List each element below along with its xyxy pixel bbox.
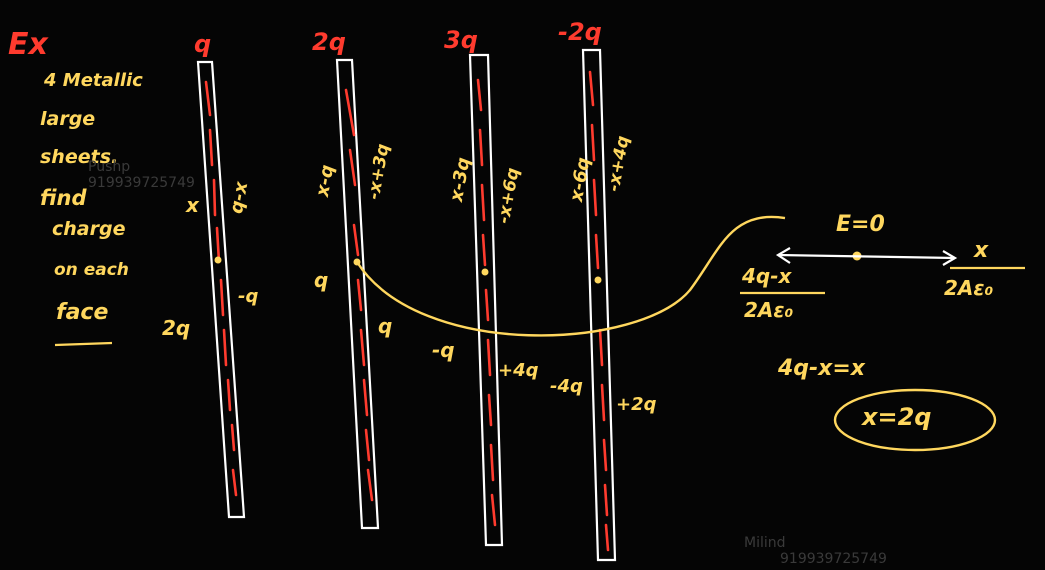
point-sheet-3 [481, 268, 489, 276]
sheet-3-outline [468, 53, 504, 547]
left-fraction-numerator: 4q-x [742, 264, 792, 288]
point-sheet-4 [594, 276, 602, 284]
problem-line-4: find [40, 186, 87, 210]
watermark-4: 919939725749 [780, 551, 887, 567]
point-sheet-1 [214, 256, 222, 264]
watermark-3: Milind [744, 535, 786, 551]
field-right-of-sheet-2: q [378, 314, 393, 338]
problem-line-3: sheets. [40, 146, 119, 168]
left-fraction-denominator: 2Aε₀ [744, 298, 794, 322]
field-arrow [775, 247, 958, 266]
answer-ellipse [833, 388, 997, 452]
connector-curve [355, 215, 786, 337]
right-fraction-numerator: x [974, 238, 989, 263]
field-left-of-sheet-2: q [314, 268, 329, 292]
field-right-of-sheet-3: +4q [498, 360, 539, 381]
field-right-of-sheet-1: -q [238, 286, 259, 307]
field-left-of-sheet-1: 2q [162, 316, 191, 340]
sheet-1-left-face: x [186, 193, 199, 217]
problem-line-2: large [40, 108, 96, 130]
right-fraction-denominator: 2Aε₀ [944, 276, 994, 300]
sheet-1-outline [196, 60, 246, 519]
sheet-2-charge: 2q [312, 28, 346, 56]
zero-field-condition: E=0 [836, 212, 885, 237]
field-right-of-sheet-4: +2q [616, 394, 657, 415]
watermark-2: 919939725749 [88, 175, 195, 191]
field-left-of-sheet-3: -q [432, 338, 455, 362]
sheet-4-outline [581, 48, 617, 562]
problem-line-7: face [56, 300, 109, 325]
problem-line-6: on each [54, 260, 129, 280]
sheet-1-charge: q [194, 30, 212, 58]
face-underline [54, 341, 113, 347]
sheet-2-outline [335, 58, 380, 530]
problem-line-5: charge [52, 218, 126, 240]
example-tag: Ex [8, 27, 48, 62]
answer: x=2q [862, 403, 932, 431]
sheet-3-charge: 3q [444, 26, 478, 54]
watermark-1: Pushp [88, 159, 131, 175]
sheet-hatching [204, 70, 610, 552]
sheet-4-charge: -2q [558, 18, 602, 46]
problem-line-1: 4 Metallic [44, 70, 143, 91]
balance-equation: 4q-x=x [778, 356, 866, 381]
field-left-of-sheet-4: -4q [550, 376, 583, 397]
